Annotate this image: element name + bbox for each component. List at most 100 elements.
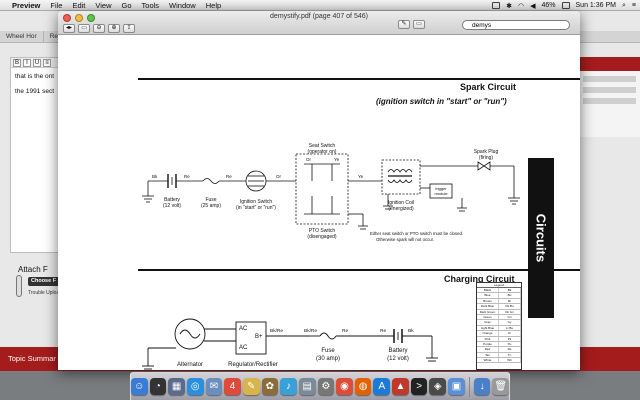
share-button[interactable]: ⇪ [123,24,136,33]
wifi-icon[interactable]: ◠ [518,2,525,10]
battery-voltage: (12 volt) [387,356,409,362]
legend-color-code: Or [499,331,521,336]
legend-color-code: Bu [499,293,521,298]
fuse-label: Fuse [205,197,216,203]
section-rule [138,78,580,80]
legend-color-code: Dk Bu [499,304,521,309]
search-input[interactable] [462,20,570,30]
legend-color-name: Light Blue [477,325,499,331]
pdf-icon[interactable]: ▲ [392,378,409,395]
editor-line[interactable]: that is the ont [15,73,55,80]
switch-note: Otherwise spark will not occur. [376,237,434,242]
menu-edit[interactable]: Edit [72,0,86,10]
document-view[interactable]: Spark Circuit (ignition switch in "start… [58,36,580,370]
app-icon[interactable]: ◈ [429,378,447,395]
clock[interactable]: Sun 1:36 PM [575,2,616,9]
preview-window: demystify.pdf (page 407 of 546) ◂▸ ▭ ⊖ ⊕… [58,11,580,370]
minimize-window-button[interactable] [75,14,83,22]
resize-handle[interactable] [16,275,22,297]
zoom-in-button[interactable]: ⊕ [108,24,121,33]
menu-view[interactable]: View [95,0,112,10]
legend-color-name: Orange [477,331,499,336]
browser-tab[interactable]: Wheel Hor [0,31,44,42]
dock: ☺◔▦◎✉4✎✿♪▤⚙◉◍A▲>◈▣ ↓🗑 [130,372,510,400]
menu-preview[interactable]: Preview [12,0,41,10]
menu-window[interactable]: Window [169,0,196,10]
trash-icon[interactable]: 🗑 [492,378,510,395]
downloads-icon[interactable]: ↓ [473,378,491,395]
list-icon[interactable]: ≡ [43,59,51,67]
volume-icon[interactable]: ◀ [530,2,536,10]
menu-help[interactable]: Help [205,0,222,10]
toolbar-right-group: ✎ ▭ [398,20,425,29]
legend-color-code: Wh [499,358,521,363]
menu-go[interactable]: Go [121,0,132,10]
choose-file-button[interactable]: Choose F [28,277,68,286]
wire-label: Re [380,328,386,334]
safari-icon[interactable]: ◎ [186,378,204,395]
seat-switch-label: Seat Switch [309,143,336,149]
italic-icon[interactable]: I [23,59,31,67]
legend-color-name: Red [477,347,499,352]
spotlight-icon[interactable]: ⌕ [621,1,626,9]
calendar-icon[interactable]: 4 [224,378,241,395]
seat-switch-state: (operator on) [308,149,337,155]
right-panel-header [579,57,640,71]
firefox-icon[interactable]: ◍ [354,378,372,395]
app-store-icon[interactable]: A [373,378,391,395]
bold-icon[interactable]: B [13,59,21,67]
bluetooth-icon[interactable]: ✱ [506,2,512,10]
battery-icon[interactable] [561,2,570,9]
mail-icon[interactable]: ✉ [205,378,223,395]
notes-icon[interactable]: ✎ [242,378,260,395]
topic-summary-label[interactable]: Topic Summar [8,354,56,363]
status-tray: ✱ ◠ ◀ 46% Sun 1:36 PM ⌕ ≡ [492,0,636,11]
chrome-icon[interactable]: ◉ [336,378,353,395]
battery-label: Battery [388,348,407,354]
terminal-icon[interactable]: > [410,378,428,395]
folder-icon[interactable]: ▣ [448,378,465,395]
legend-color-name: Gray [477,320,499,325]
dashboard-icon[interactable]: ◔ [149,378,167,395]
notification-icon[interactable]: ≡ [631,2,636,9]
zoom-window-button[interactable] [87,14,95,22]
menu-tools[interactable]: Tools [141,0,160,10]
legend-color-code: Lt Bu [499,325,521,331]
wire-label: Bk/Re [270,328,283,334]
zoom-out-button[interactable]: ⊖ [93,24,106,33]
spark-plug-state: (firing) [479,155,494,161]
preview-toolbar: demystify.pdf (page 407 of 546) ◂▸ ▭ ⊖ ⊕… [58,11,580,35]
right-sidebar-panel [578,57,640,137]
sidebar-toggle-button[interactable]: ◂▸ [63,24,76,33]
finder-icon[interactable]: ☺ [130,378,148,395]
battery-voltage: (12 volt) [163,203,181,209]
legend-header: Legend [477,283,521,288]
battery-percent[interactable]: 46% [541,2,556,9]
annotate-button[interactable]: ✎ [398,20,410,29]
wire-label: Bk [408,328,414,334]
system-prefs-icon[interactable]: ⚙ [317,378,335,395]
window-controls [63,14,95,22]
pdf-page: Spark Circuit (ignition switch in "start… [58,36,580,370]
right-panel-line [583,98,636,104]
select-tool-button[interactable]: ▭ [413,20,425,29]
mission-control-icon[interactable]: ▦ [168,378,185,395]
underline-icon[interactable]: U [33,59,41,67]
itunes-icon[interactable]: ♪ [280,378,297,395]
trigger-module-label: module [434,191,448,196]
preview-icon[interactable]: ▤ [298,378,316,395]
editor-line[interactable]: the 1991 sect [15,88,55,95]
legend-color-name: Dark Green [477,309,499,314]
view-mode-button[interactable]: ▭ [78,24,91,33]
display-icon[interactable] [492,2,501,9]
photos-icon[interactable]: ✿ [261,378,279,395]
legend-color-name: Brown [477,298,499,304]
menu-file[interactable]: File [50,0,63,10]
close-window-button[interactable] [63,14,71,22]
charging-circuit-diagram: AC B+ AC Bk/Re Bk/Re Re Re Bk Alternator… [142,318,438,370]
trouble-uploading-text[interactable]: Trouble Uploa [28,290,60,296]
